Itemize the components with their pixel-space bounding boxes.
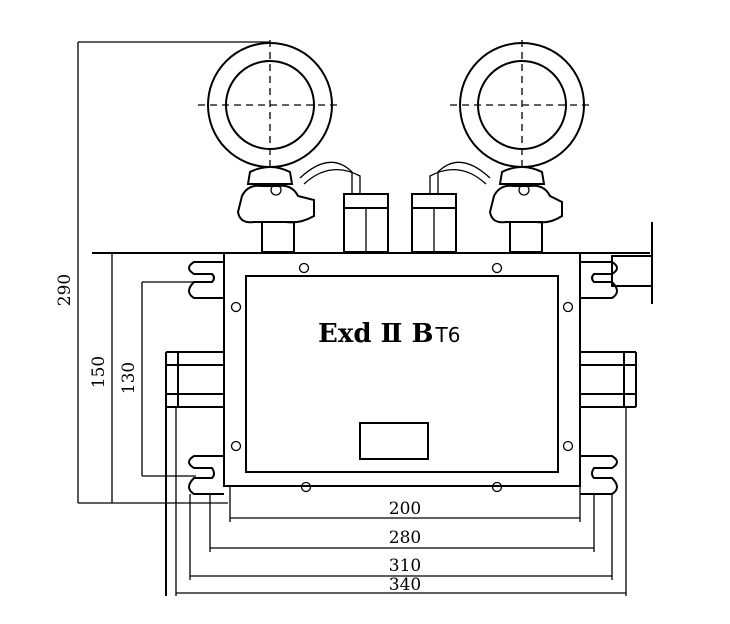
right-clip	[611, 255, 653, 287]
svg-text:310: 310	[389, 556, 421, 576]
left-lamp-head	[198, 40, 342, 168]
dim-200: 200	[229, 486, 581, 522]
dim-340: 340	[175, 407, 627, 596]
enclosure	[223, 252, 581, 493]
right-lamp-head	[450, 40, 594, 168]
svg-text:290: 290	[55, 274, 75, 306]
dim-130: 130	[119, 281, 196, 477]
nameplate-window	[359, 422, 429, 460]
cable-gland-left	[343, 193, 389, 253]
left-side-rail	[165, 351, 224, 596]
svg-text:200: 200	[389, 499, 421, 519]
svg-text:150: 150	[89, 356, 109, 388]
dim-290: 290	[55, 41, 270, 504]
cables	[299, 161, 491, 194]
dim-310: 310	[189, 494, 613, 580]
svg-text:340: 340	[389, 575, 421, 595]
svg-text:280: 280	[389, 528, 421, 548]
dim-280: 280	[209, 494, 595, 552]
right-mounting-lugs	[580, 261, 618, 495]
left-lamp-bracket	[236, 166, 315, 253]
right-lamp-bracket	[488, 166, 563, 253]
cable-gland-right	[411, 193, 457, 253]
right-side-rail	[580, 351, 637, 408]
left-mounting-lugs	[188, 261, 224, 495]
svg-text:130: 130	[119, 362, 139, 394]
dim-150: 150	[89, 253, 113, 503]
